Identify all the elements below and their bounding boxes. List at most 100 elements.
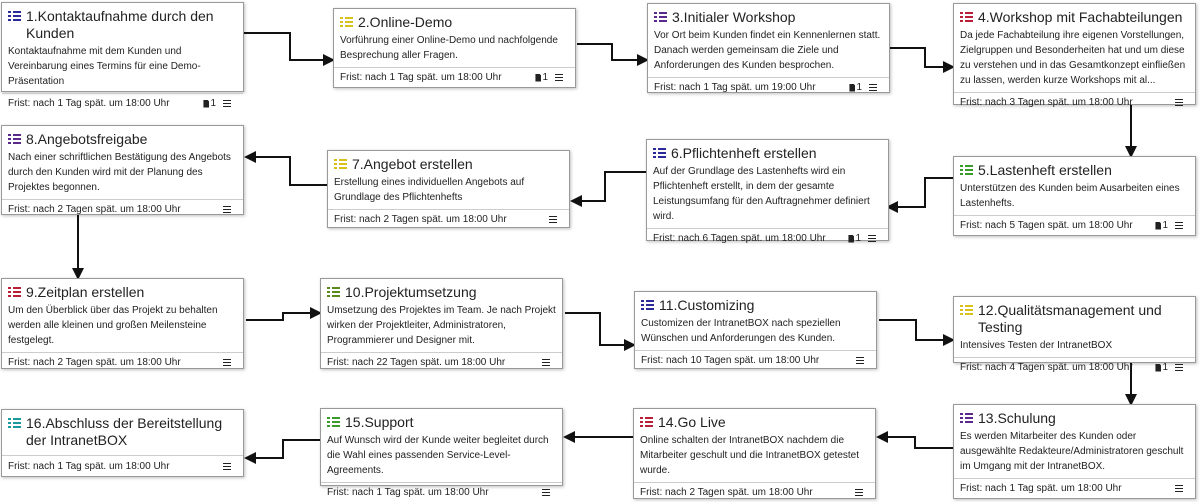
task-card[interactable]: 7.Angebot erstellen Erstellung eines ind… — [327, 150, 570, 228]
task-card[interactable]: 15.Support Auf Wunsch wird der Kunde wei… — [320, 408, 563, 498]
task-header: 1.Kontaktaufnahme durch den Kunden — [2, 3, 243, 44]
menu-icon[interactable] — [223, 359, 231, 366]
task-header: 12.Qualitätsmanagement und Testing — [954, 297, 1195, 338]
task-header: 4.Workshop mit Fachabteilungen — [954, 4, 1195, 28]
checklist-icon — [8, 418, 21, 429]
task-title[interactable]: 11.Customizing — [659, 297, 755, 313]
menu-icon[interactable] — [223, 100, 231, 107]
menu-icon[interactable] — [856, 357, 864, 364]
task-card[interactable]: 9.Zeitplan erstellen Um den Überblick üb… — [1, 278, 244, 369]
task-card[interactable]: 13.Schulung Es werden Mitarbeiter des Ku… — [953, 404, 1196, 499]
checklist-icon — [327, 417, 340, 428]
task-footer: Frist: nach 2 Tagen spät. um 18:00 Uhr — [2, 199, 243, 219]
task-title[interactable]: 8.Angebotsfreigabe — [26, 131, 148, 147]
task-card[interactable]: 2.Online-Demo Vorführung einer Online-De… — [333, 8, 576, 88]
task-deadline: Frist: nach 1 Tag spät. um 19:00 Uhr — [654, 82, 816, 93]
checklist-icon — [8, 287, 21, 298]
menu-icon[interactable] — [869, 84, 877, 91]
task-header: 10.Projektumsetzung — [321, 279, 562, 303]
document-icon[interactable] — [535, 73, 542, 82]
task-footer: Frist: nach 5 Tagen spät. um 18:00 Uhr 1 — [954, 215, 1195, 235]
menu-icon[interactable] — [542, 489, 550, 496]
task-title[interactable]: 7.Angebot erstellen — [352, 156, 473, 172]
menu-icon[interactable] — [1175, 222, 1183, 229]
task-card[interactable]: 1.Kontaktaufnahme durch den Kunden Konta… — [1, 2, 244, 109]
task-title[interactable]: 16.Abschluss der Bereitstellung der Intr… — [26, 415, 223, 448]
checklist-icon — [327, 287, 340, 298]
task-card[interactable]: 10.Projektumsetzung Umsetzung des Projek… — [320, 278, 563, 369]
task-title[interactable]: 5.Lastenheft erstellen — [978, 162, 1112, 178]
task-deadline: Frist: nach 1 Tag spät. um 18:00 Uhr — [327, 487, 489, 498]
task-title[interactable]: 1.Kontaktaufnahme durch den Kunden — [26, 8, 214, 41]
task-title[interactable]: 13.Schulung — [978, 410, 1056, 426]
document-icon[interactable] — [848, 234, 855, 243]
task-footer: Frist: nach 1 Tag spät. um 18:00 Uhr 1 — [2, 93, 243, 113]
task-title[interactable]: 14.Go Live — [658, 414, 726, 430]
task-footer: Frist: nach 1 Tag spät. um 18:00 Uhr — [2, 455, 243, 476]
menu-icon[interactable] — [223, 462, 231, 470]
task-footer: Frist: nach 1 Tag spät. um 19:00 Uhr 1 — [648, 77, 889, 97]
attachment-count: 1 — [855, 233, 861, 244]
task-deadline: Frist: nach 2 Tagen spät. um 18:00 Uhr — [8, 204, 181, 215]
checklist-icon — [8, 11, 21, 22]
task-title[interactable]: 9.Zeitplan erstellen — [26, 284, 145, 300]
task-title[interactable]: 4.Workshop mit Fachabteilungen — [978, 9, 1183, 25]
menu-icon[interactable] — [868, 235, 876, 242]
document-icon[interactable] — [1155, 363, 1162, 372]
task-title[interactable]: 15.Support — [345, 414, 414, 430]
task-header: 16.Abschluss der Bereitstellung der Intr… — [2, 410, 243, 451]
task-description: Nach einer schriftlichen Bestätigung des… — [8, 152, 231, 193]
task-title[interactable]: 6.Pflichtenheft erstellen — [671, 145, 817, 161]
task-title[interactable]: 3.Initialer Workshop — [672, 9, 796, 25]
task-title[interactable]: 2.Online-Demo — [358, 14, 453, 30]
document-icon[interactable] — [1155, 221, 1162, 230]
task-description: Es werden Mitarbeiter des Kunden oder au… — [960, 431, 1184, 472]
task-card[interactable]: 3.Initialer Workshop Vor Ort beim Kunden… — [647, 3, 890, 93]
menu-icon[interactable] — [549, 216, 557, 223]
checklist-icon — [653, 148, 666, 159]
menu-icon[interactable] — [555, 74, 563, 81]
task-description: Da jede Fachabteilung ihre eigenen Vorst… — [960, 30, 1186, 86]
task-footer: Frist: nach 1 Tag spät. um 18:00 Uhr — [954, 478, 1195, 498]
task-header: 14.Go Live — [634, 409, 875, 433]
document-icon[interactable] — [849, 83, 856, 92]
task-card[interactable]: 11.Customizing Customizen der IntranetBO… — [634, 291, 877, 369]
task-deadline: Frist: nach 2 Tagen spät. um 18:00 Uhr — [8, 357, 181, 368]
checklist-icon — [641, 300, 654, 311]
task-title[interactable]: 10.Projektumsetzung — [345, 284, 477, 300]
menu-icon[interactable] — [1175, 485, 1183, 492]
checklist-icon — [960, 165, 973, 176]
task-deadline: Frist: nach 2 Tagen spät. um 18:00 Uhr — [334, 214, 507, 225]
task-header: 8.Angebotsfreigabe — [2, 126, 243, 150]
task-deadline: Frist: nach 6 Tagen spät. um 18:00 Uhr — [653, 233, 826, 244]
task-description: Customizen der IntranetBOX nach speziell… — [641, 318, 841, 344]
attachment-count: 1 — [1162, 220, 1168, 231]
menu-icon[interactable] — [1175, 99, 1183, 106]
menu-icon[interactable] — [542, 359, 550, 366]
task-card[interactable]: 16.Abschluss der Bereitstellung der Intr… — [1, 409, 244, 477]
task-card[interactable]: 14.Go Live Online schalten der IntranetB… — [633, 408, 876, 499]
task-header: 9.Zeitplan erstellen — [2, 279, 243, 303]
task-card[interactable]: 6.Pflichtenheft erstellen Auf der Grundl… — [646, 139, 889, 244]
attachment-count: 1 — [1162, 362, 1168, 373]
task-header: 6.Pflichtenheft erstellen — [647, 140, 888, 164]
task-deadline: Frist: nach 4 Tagen spät. um 18:00 Uhr — [960, 362, 1133, 373]
task-deadline: Frist: nach 1 Tag spät. um 18:00 Uhr — [960, 483, 1122, 494]
task-card[interactable]: 5.Lastenheft erstellen Unterstützen des … — [953, 156, 1196, 236]
menu-icon[interactable] — [223, 206, 231, 213]
document-icon[interactable] — [203, 99, 210, 108]
menu-icon[interactable] — [1175, 364, 1183, 371]
checklist-icon — [654, 12, 667, 23]
task-deadline: Frist: nach 5 Tagen spät. um 18:00 Uhr — [960, 220, 1133, 231]
task-header: 5.Lastenheft erstellen — [954, 157, 1195, 181]
menu-icon[interactable] — [855, 489, 863, 496]
task-footer: Frist: nach 6 Tagen spät. um 18:00 Uhr 1 — [647, 228, 888, 248]
task-deadline: Frist: nach 1 Tag spät. um 18:00 Uhr — [8, 460, 170, 472]
checklist-icon — [960, 413, 973, 424]
task-card[interactable]: 4.Workshop mit Fachabteilungen Da jede F… — [953, 3, 1196, 108]
task-card[interactable]: 8.Angebotsfreigabe Nach einer schriftlic… — [1, 125, 244, 215]
task-card[interactable]: 12.Qualitätsmanagement und Testing Inten… — [953, 296, 1196, 373]
connector-arrow — [565, 312, 636, 351]
task-title[interactable]: 12.Qualitätsmanagement und Testing — [978, 302, 1162, 335]
task-footer: Frist: nach 3 Tagen spät. um 18:00 Uhr — [954, 92, 1195, 112]
